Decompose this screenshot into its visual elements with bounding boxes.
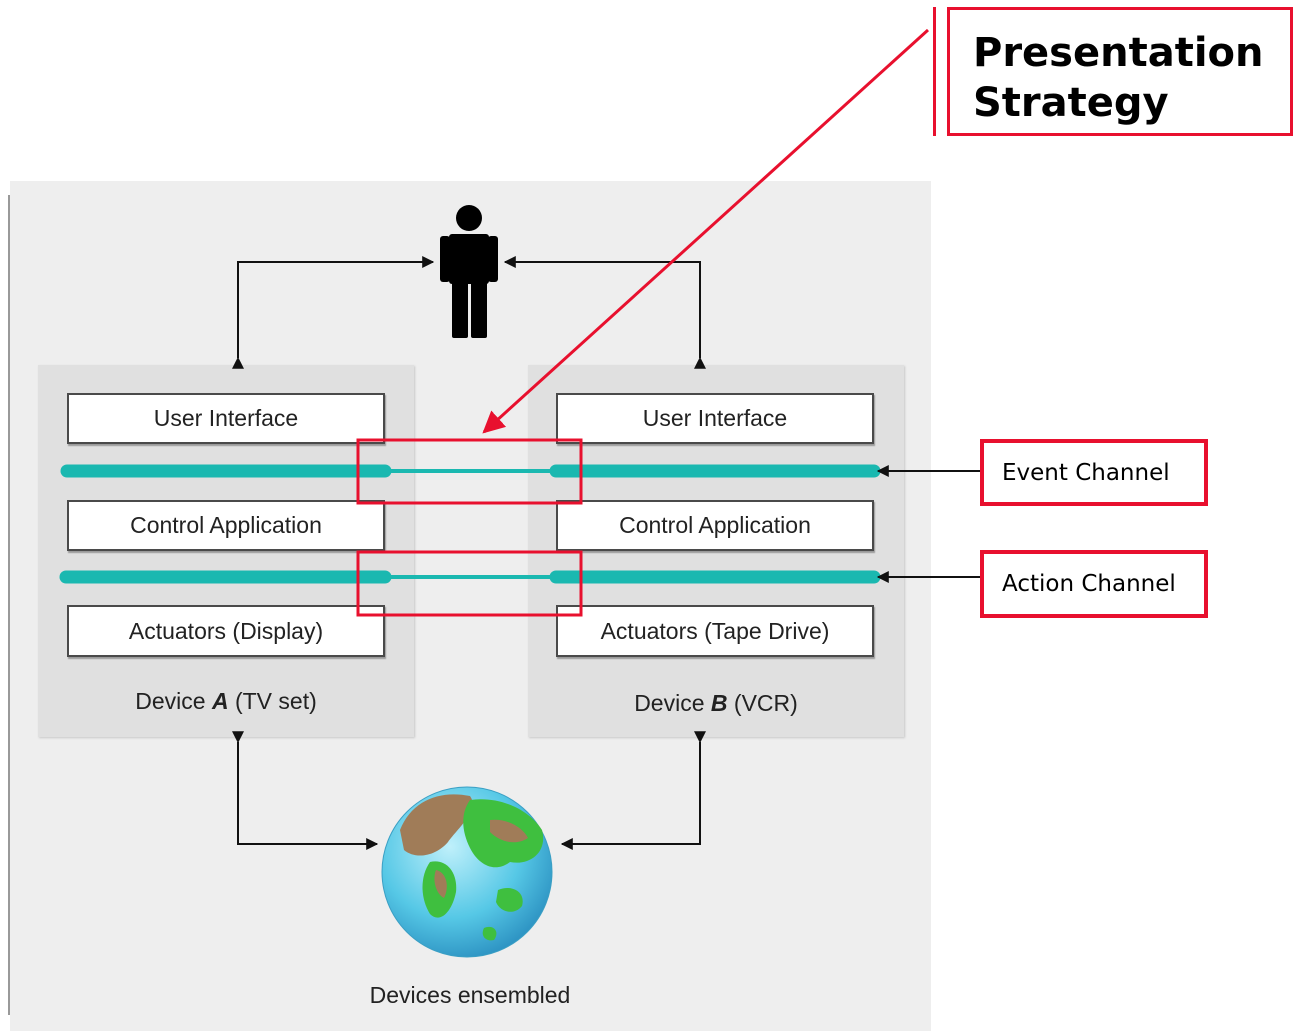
- devices-ensembled-label: Devices ensembled: [369, 982, 571, 1008]
- device-a-label: Device A (TV set): [38, 688, 414, 715]
- device-b-label-letter: B: [710, 690, 728, 716]
- presentation-strategy-title: Presentation Strategy: [947, 7, 1293, 136]
- device-b-label: Device B (VCR): [528, 690, 904, 717]
- channel-pointer-arrows: [876, 465, 980, 583]
- device-b-label-prefix: Device: [634, 690, 711, 716]
- title-tick: [933, 7, 936, 136]
- device-a-user-interface: User Interface: [67, 393, 385, 444]
- panel-edge: [8, 195, 10, 1015]
- event-channel-highlight: [356, 438, 583, 505]
- presentation-strategy-pointer: [482, 28, 930, 434]
- device-a-label-suffix: (TV set): [228, 688, 317, 714]
- device-b-control-application: Control Application: [556, 500, 874, 551]
- globe-icon: [381, 786, 553, 958]
- device-a-actuators: Actuators (Display): [67, 605, 385, 657]
- action-channel-highlight: [356, 550, 583, 617]
- device-globe-arrows: [232, 731, 706, 850]
- device-a-label-prefix: Device: [135, 688, 212, 714]
- action-channel-callout: Action Channel: [980, 550, 1208, 618]
- device-b-label-suffix: (VCR): [727, 690, 798, 716]
- event-channel-callout: Event Channel: [980, 439, 1208, 506]
- device-b-user-interface: User Interface: [556, 393, 874, 444]
- device-a-label-letter: A: [211, 688, 229, 714]
- user-device-arrows: [232, 256, 706, 369]
- person-icon: [440, 205, 498, 338]
- device-b-actuators: Actuators (Tape Drive): [556, 605, 874, 657]
- device-a-control-application: Control Application: [67, 500, 385, 551]
